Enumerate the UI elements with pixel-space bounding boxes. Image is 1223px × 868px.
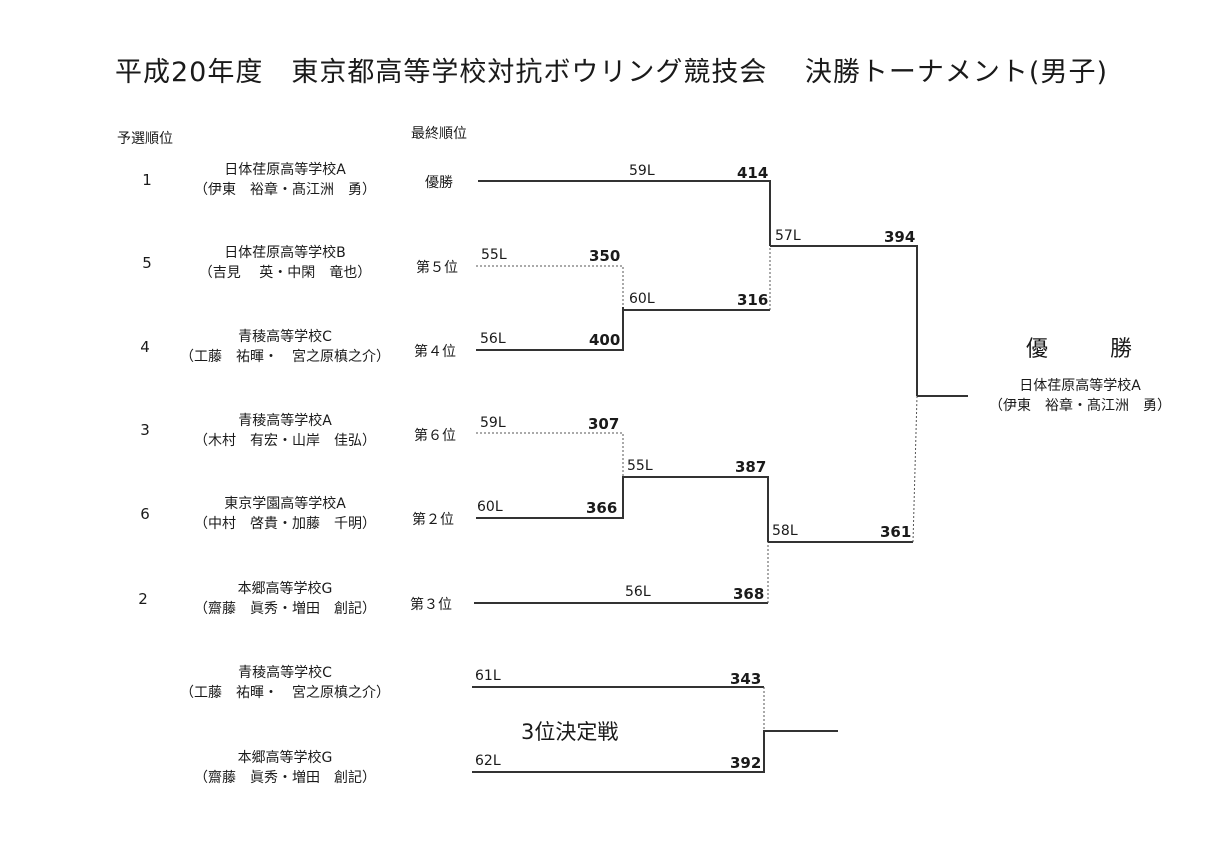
score-label: 387 xyxy=(735,458,767,476)
bracket-line-r2a-top xyxy=(478,180,771,246)
team-members: （木村 有宏・山岸 佳弘） xyxy=(194,433,376,449)
seed-number: 2 xyxy=(138,590,148,608)
final-rank: 第６位 xyxy=(414,428,456,444)
team-members: （中村 啓貴・加藤 千明） xyxy=(194,516,376,532)
lane-label: 57L xyxy=(775,228,801,244)
champion-label: 優 勝 xyxy=(1026,337,1153,362)
score-label: 392 xyxy=(730,754,762,772)
score-label: 307 xyxy=(588,415,620,433)
team-members: （伊東 裕章・髙江洲 勇） xyxy=(194,182,376,198)
lane-label: 59L xyxy=(480,415,506,431)
final-rank-column-header: 最終順位 xyxy=(411,126,467,142)
team-entry: 日体荏原高等学校A （伊東 裕章・髙江洲 勇） xyxy=(170,160,400,200)
lane-label: 60L xyxy=(629,291,655,307)
bracket-line-r1a-bottom xyxy=(476,307,624,351)
bracket-line-r1b-bottom xyxy=(476,476,624,519)
bracket-line-r1a-top xyxy=(476,265,624,307)
third-place-bottom-team: 本郷高等学校G （齋藤 眞秀・増田 創記） xyxy=(170,748,400,788)
score-label: 368 xyxy=(733,585,765,603)
team-entry: 東京学園高等学校A （中村 啓貴・加藤 千明） xyxy=(170,494,400,534)
seed-number: 4 xyxy=(140,338,150,356)
third-place-top-team: 青稜高等学校C （工藤 祐暉・ 宮之原槙之介） xyxy=(170,663,400,703)
team-members: （工藤 祐暉・ 宮之原槙之介） xyxy=(180,685,390,701)
lane-label: 59L xyxy=(629,163,655,179)
lane-label: 55L xyxy=(627,458,653,474)
team-name: 日体荏原高等学校A xyxy=(1019,378,1141,394)
team-name: 青稜高等学校C xyxy=(238,329,332,345)
lane-label: 60L xyxy=(477,499,503,515)
score-label: 316 xyxy=(737,291,769,309)
team-name: 本郷高等学校G xyxy=(237,581,333,597)
final-rank: 第４位 xyxy=(414,344,456,360)
champion-team: 日体荏原高等学校A （伊東 裕章・髙江洲 勇） xyxy=(965,376,1195,416)
team-members: （吉見 英・中閑 竜也） xyxy=(198,265,372,281)
team-name: 青稜高等学校A xyxy=(238,413,332,429)
team-entry: 青稜高等学校A （木村 有宏・山岸 佳弘） xyxy=(170,411,400,451)
lane-label: 61L xyxy=(475,668,501,684)
seed-column-header: 予選順位 xyxy=(117,131,173,147)
score-label: 400 xyxy=(589,331,621,349)
bracket-line-final-join xyxy=(912,395,918,543)
score-label: 343 xyxy=(730,670,762,688)
score-label: 394 xyxy=(884,228,916,246)
final-rank: 第３位 xyxy=(410,597,452,613)
seed-number: 1 xyxy=(142,171,152,189)
team-members: （齋藤 眞秀・増田 創記） xyxy=(194,770,376,786)
team-entry: 青稜高等学校C （工藤 祐暉・ 宮之原槙之介） xyxy=(170,327,400,367)
team-members: （工藤 祐暉・ 宮之原槙之介） xyxy=(180,349,390,365)
bracket-line-final-top xyxy=(770,245,918,396)
team-name: 日体荏原高等学校B xyxy=(224,245,346,261)
third-place-match-label: 3位決定戦 xyxy=(521,720,619,744)
score-label: 366 xyxy=(586,499,618,517)
lane-label: 62L xyxy=(475,753,501,769)
score-label: 361 xyxy=(880,523,912,541)
lane-label: 55L xyxy=(481,247,507,263)
seed-number: 5 xyxy=(142,254,152,272)
bracket-line-r2b-top xyxy=(623,476,769,542)
lane-label: 56L xyxy=(625,584,651,600)
final-rank: 第５位 xyxy=(416,260,458,276)
team-name: 本郷高等学校G xyxy=(237,750,333,766)
score-label: 350 xyxy=(589,247,621,265)
final-rank: 第２位 xyxy=(412,512,454,528)
team-entry: 日体荏原高等学校B （吉見 英・中閑 竜也） xyxy=(170,243,400,283)
bracket-line-r1b-top xyxy=(476,432,624,476)
seed-number: 3 xyxy=(140,421,150,439)
team-entry: 本郷高等学校G （齋藤 眞秀・増田 創記） xyxy=(170,579,400,619)
page-title: 平成20年度 東京都高等学校対抗ボウリング競技会 決勝トーナメント(男子) xyxy=(114,57,1108,88)
seed-number: 6 xyxy=(140,505,150,523)
team-members: （齋藤 眞秀・増田 創記） xyxy=(194,601,376,617)
score-label: 414 xyxy=(737,164,769,182)
team-name: 日体荏原高等学校A xyxy=(224,162,346,178)
team-members: （伊東 裕章・髙江洲 勇） xyxy=(989,398,1171,414)
team-name: 東京学園高等学校A xyxy=(224,496,346,512)
team-name: 青稜高等学校C xyxy=(238,665,332,681)
final-rank: 優勝 xyxy=(425,175,453,191)
lane-label: 56L xyxy=(480,331,506,347)
bracket-line-third-bottom xyxy=(472,730,838,773)
lane-label: 58L xyxy=(772,523,798,539)
